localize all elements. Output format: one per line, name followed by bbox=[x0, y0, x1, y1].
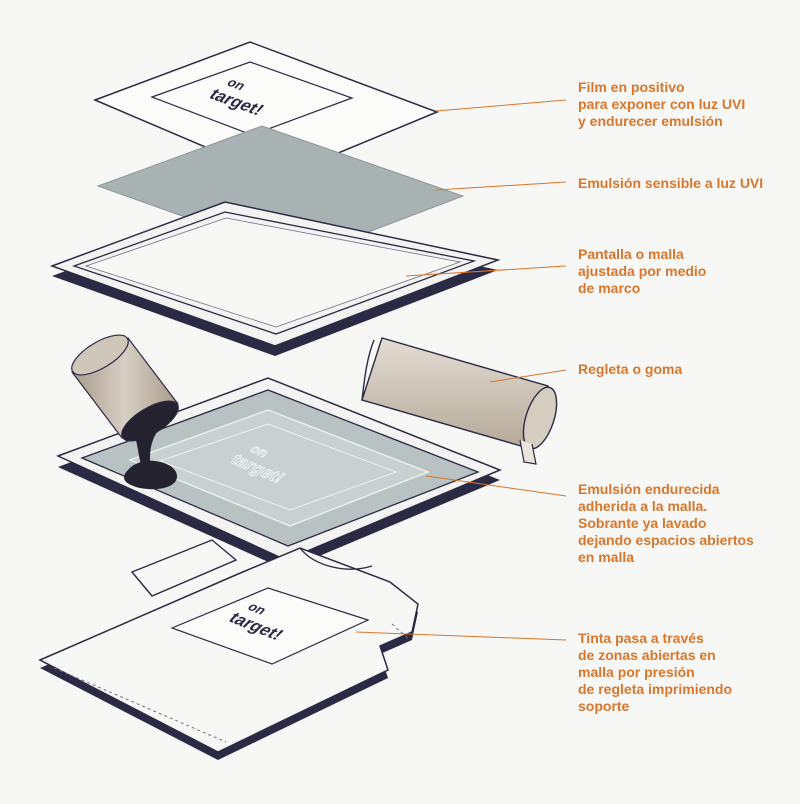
leader-ink bbox=[355, 631, 567, 641]
t-shirt: on target! bbox=[38, 539, 419, 760]
squeegee bbox=[361, 337, 558, 465]
label-ink: Tinta pasa a través de zonas abiertas en… bbox=[578, 630, 733, 714]
ink-can bbox=[71, 334, 179, 472]
screen-frame bbox=[49, 201, 501, 356]
leader-hardened bbox=[425, 475, 567, 497]
label-film-positive: Film en positivo para exponer con luz UV… bbox=[578, 79, 746, 129]
ink-puddle bbox=[124, 460, 178, 490]
film-positive: on target! bbox=[92, 41, 440, 179]
label-squeegee: Regleta o goma bbox=[578, 361, 683, 377]
label-hardened-emulsion: Emulsión endurecida adherida a la malla.… bbox=[578, 481, 754, 565]
label-emulsion: Emulsión sensible a luz UVI bbox=[578, 175, 764, 191]
leader-screen bbox=[405, 265, 567, 277]
leader-emulsion bbox=[435, 181, 567, 191]
leader-squeegee bbox=[489, 369, 567, 383]
label-screen: Pantalla o malla ajustada por medio de m… bbox=[578, 246, 707, 296]
leader-lines bbox=[355, 99, 567, 641]
ink-stream bbox=[130, 428, 160, 472]
leader-film bbox=[435, 99, 567, 112]
